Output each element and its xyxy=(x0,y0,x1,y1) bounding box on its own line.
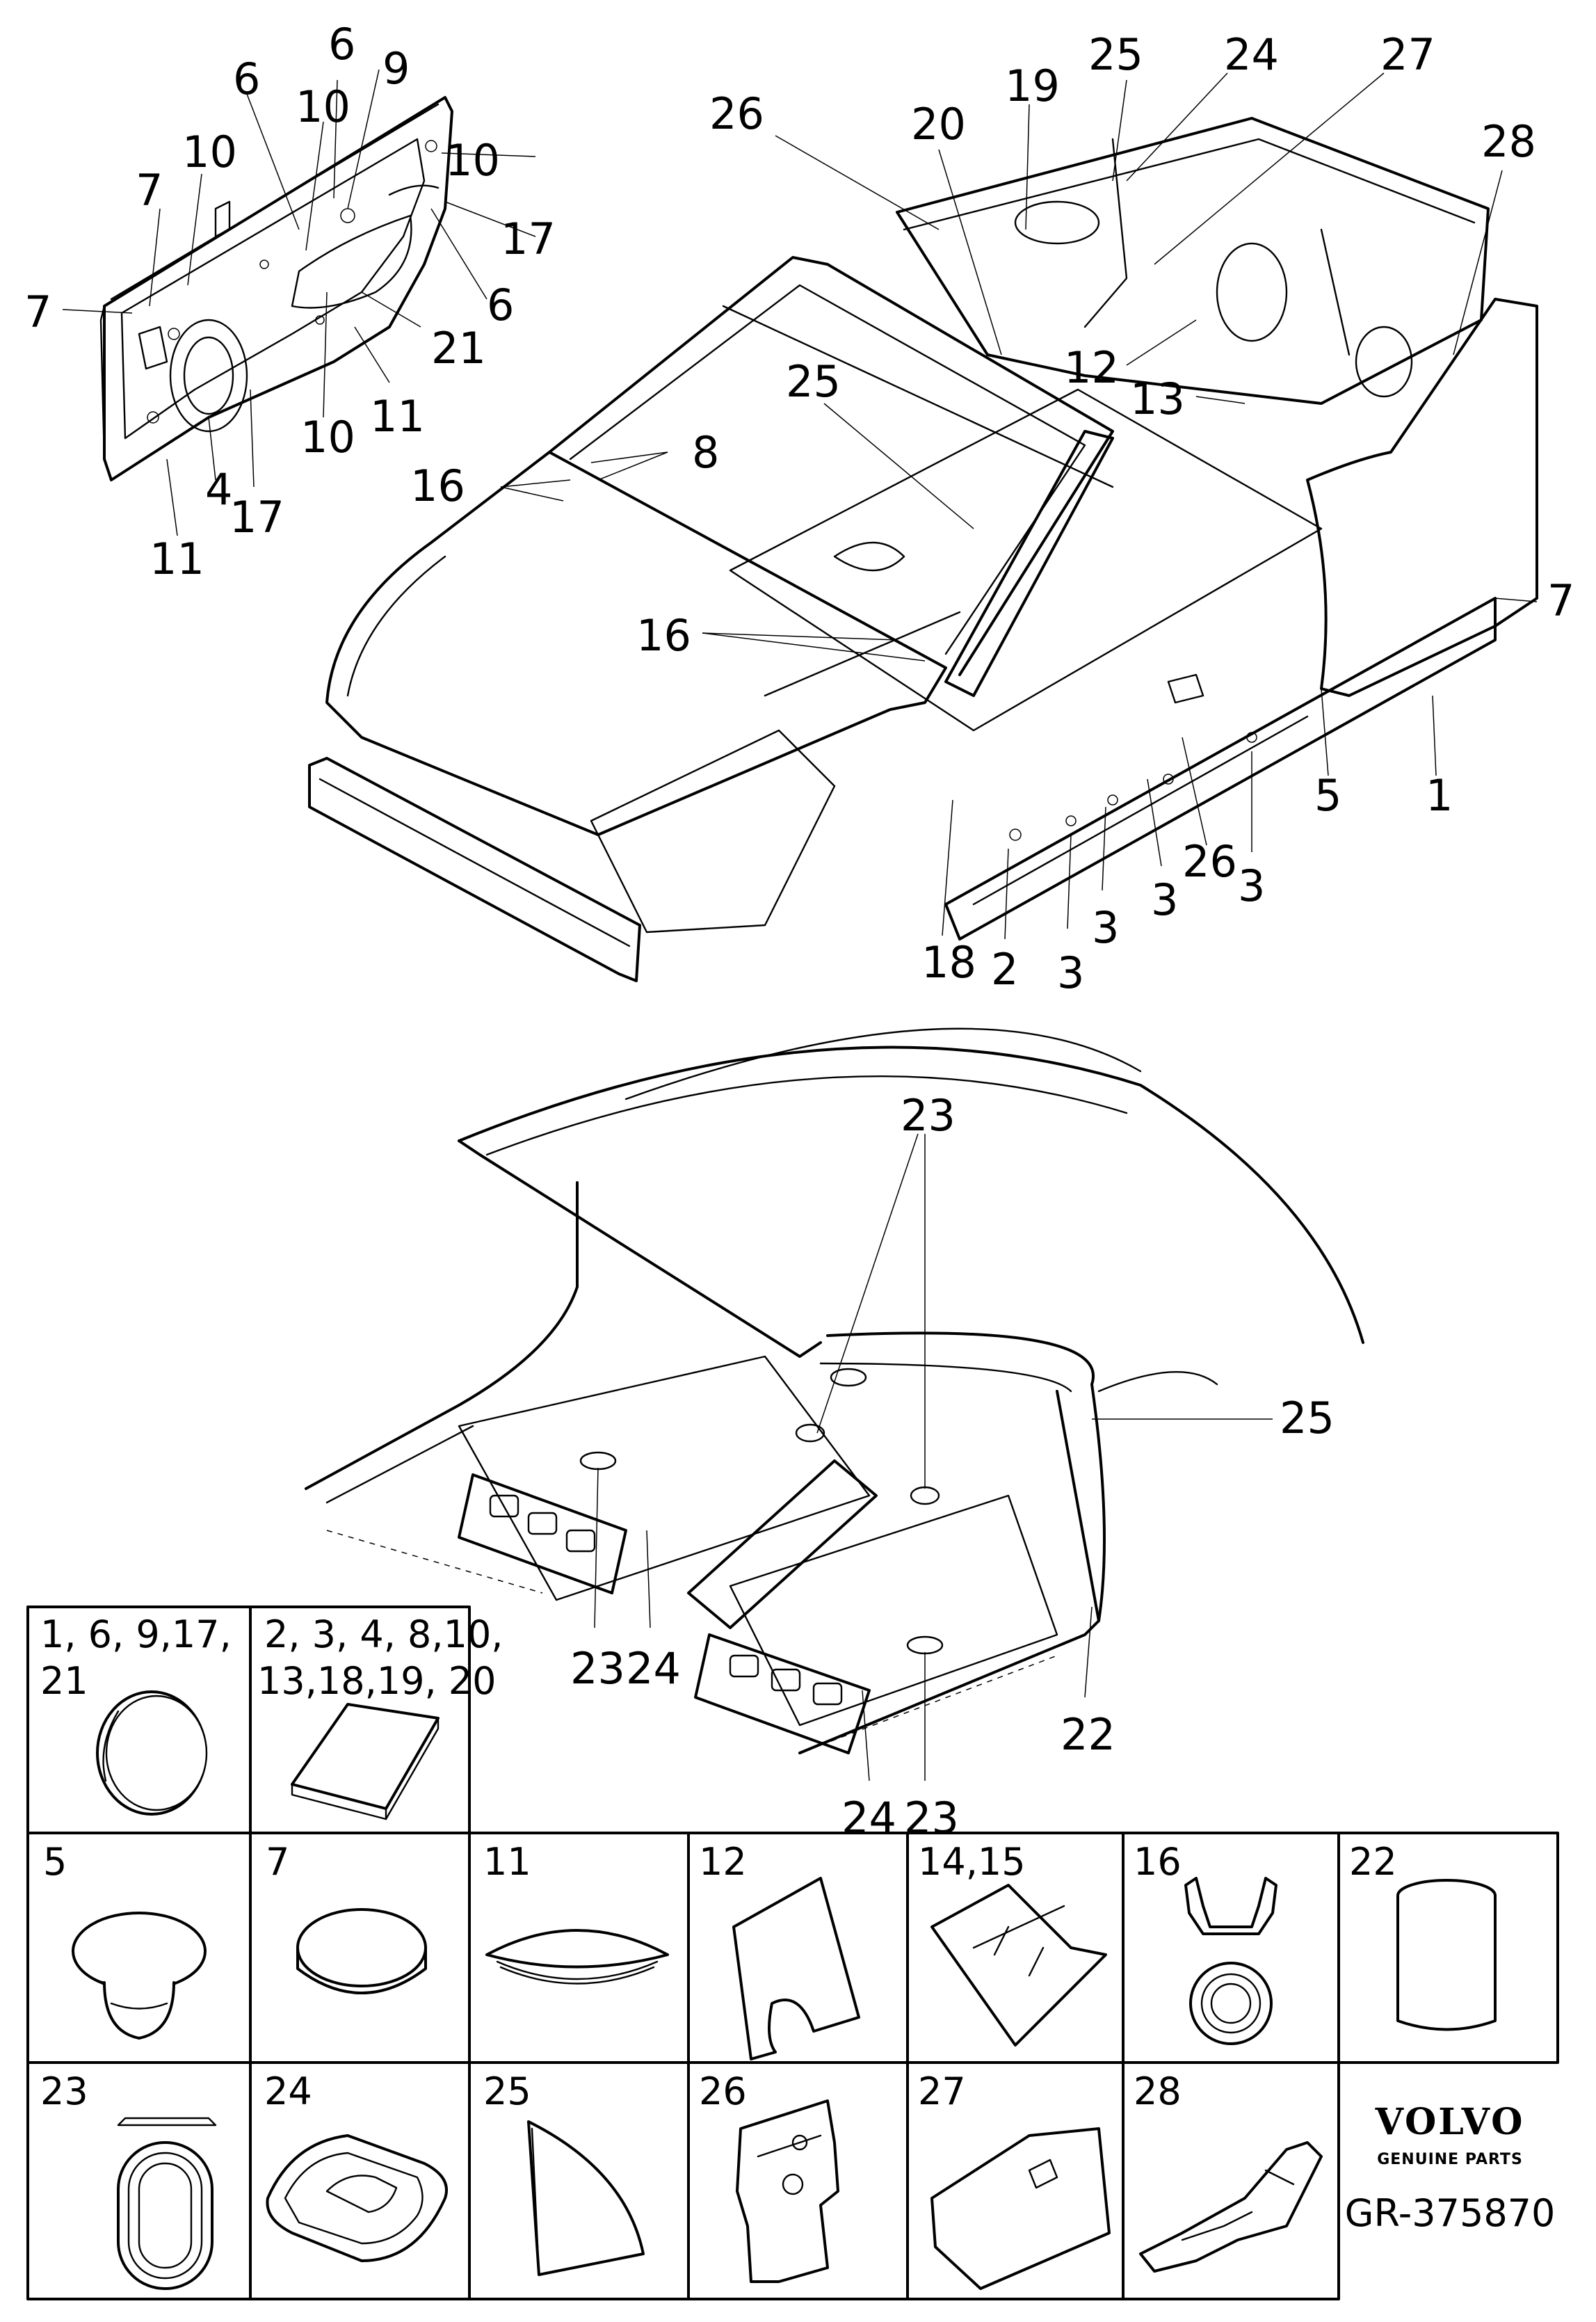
callout-1: 1 xyxy=(1426,770,1453,821)
clip-grommet-icon xyxy=(1184,1877,1277,2045)
legend-label-tape-patch: 2, 3, 4, 8,10, xyxy=(264,1612,503,1656)
callout-25: 25 xyxy=(786,356,841,407)
callout-10: 10 xyxy=(182,127,237,177)
callout-16: 16 xyxy=(410,461,465,511)
rear-body-drawing xyxy=(305,1027,1364,1754)
legend-label-23: 23 xyxy=(40,2069,88,2113)
callout-7: 7 xyxy=(1547,575,1574,626)
tape-patch-icon xyxy=(291,1703,440,1820)
callout-13: 13 xyxy=(1130,374,1185,424)
sheet-icon xyxy=(732,1877,860,2060)
callout-11: 11 xyxy=(150,534,204,584)
volvo-logo: VOLVO xyxy=(1375,2101,1525,2143)
flat-plug-icon xyxy=(296,1908,427,1994)
wedge-icon xyxy=(527,2120,645,2276)
legend-label-round-plug: 1, 6, 9,17, xyxy=(40,1612,232,1656)
callout-21: 21 xyxy=(431,323,486,374)
callout-23: 23 xyxy=(904,1793,959,1843)
callout-20: 20 xyxy=(911,99,966,150)
callout-6: 6 xyxy=(233,54,260,104)
round-plug-icon xyxy=(96,1690,208,1816)
pillar-insulator-icon xyxy=(736,2099,839,2283)
callout-24: 24 xyxy=(1224,29,1279,80)
callout-3: 3 xyxy=(1057,947,1084,998)
callout-10: 10 xyxy=(296,81,350,132)
oval-plug-icon xyxy=(485,1929,669,1985)
callout-26: 26 xyxy=(709,88,764,139)
callout-10: 10 xyxy=(445,135,500,186)
slot-plug-icon xyxy=(117,2117,217,2290)
legend-label-25: 25 xyxy=(483,2069,531,2113)
legend-label-11: 11 xyxy=(483,1840,531,1884)
callout-7: 7 xyxy=(24,287,51,337)
callout-10: 10 xyxy=(300,412,355,463)
callout-22: 22 xyxy=(1061,1709,1115,1760)
push-plug-icon xyxy=(72,1912,207,2040)
callout-18: 18 xyxy=(921,937,976,988)
legend-label-16: 16 xyxy=(1134,1840,1182,1884)
genuine-parts-tagline: GENUINE PARTS xyxy=(1377,2151,1523,2168)
callout-28: 28 xyxy=(1481,116,1536,167)
cylinder-icon xyxy=(1396,1879,1497,2031)
callout-24: 24 xyxy=(626,1643,681,1694)
callout-25: 25 xyxy=(1280,1393,1335,1443)
callout-23: 23 xyxy=(901,1090,956,1141)
callout-6: 6 xyxy=(328,19,355,70)
callout-23: 23 xyxy=(570,1643,625,1694)
callout-4: 4 xyxy=(205,464,232,515)
callout-12: 12 xyxy=(1064,342,1119,393)
callout-9: 9 xyxy=(382,43,410,94)
callout-17: 17 xyxy=(229,492,284,543)
door-leader-lines xyxy=(62,69,536,536)
legend-label-round-plug-2: 21 xyxy=(40,1659,88,1703)
callout-3: 3 xyxy=(1092,902,1119,953)
legend-label-28: 28 xyxy=(1134,2069,1182,2113)
callout-11: 11 xyxy=(370,391,425,442)
legend-label-26: 26 xyxy=(699,2069,747,2113)
formed-sheet-icon xyxy=(930,1884,1107,2047)
legend-label-12: 12 xyxy=(699,1840,747,1884)
legend-label-5: 5 xyxy=(43,1840,67,1884)
legend-label-22: 22 xyxy=(1349,1840,1397,1884)
legend-label-27: 27 xyxy=(918,2069,966,2113)
callout-17: 17 xyxy=(501,214,556,264)
legend-label-7: 7 xyxy=(266,1840,289,1884)
callout-24: 24 xyxy=(841,1793,896,1843)
callout-19: 19 xyxy=(1005,61,1060,111)
callout-25: 25 xyxy=(1088,29,1143,80)
diagram-reference: GR-375870 xyxy=(1344,2191,1556,2235)
tray-plug-icon xyxy=(266,2134,448,2262)
parts-legend: 1, 6, 9,17, 21 2, 3, 4, 8,10, 13,18,19, … xyxy=(26,1606,1559,2300)
callout-labels: 6 9 6 10 10 10 7 7 17 6 21 11 10 4 17 11… xyxy=(24,19,1574,1843)
callout-6: 6 xyxy=(487,280,514,330)
bracket-insulator-icon xyxy=(1139,2141,1323,2273)
callout-16: 16 xyxy=(636,610,691,661)
front-body-drawing xyxy=(308,117,1538,982)
legend-label-tape-patch-2: 13,18,19, 20 xyxy=(257,1659,497,1703)
callout-3: 3 xyxy=(1151,874,1178,925)
front-leader-lines xyxy=(500,72,1538,940)
callout-26: 26 xyxy=(1182,836,1237,887)
panel-insulator-icon xyxy=(930,2127,1111,2290)
callout-27: 27 xyxy=(1380,29,1435,80)
rear-leader-lines xyxy=(594,1133,1273,1781)
callout-7: 7 xyxy=(136,165,163,216)
legend-label-24: 24 xyxy=(264,2069,312,2113)
callout-8: 8 xyxy=(692,427,719,478)
callout-2: 2 xyxy=(991,944,1018,995)
callout-5: 5 xyxy=(1314,770,1341,821)
legend-label-14-15: 14,15 xyxy=(918,1840,1026,1884)
callout-3: 3 xyxy=(1238,860,1265,911)
